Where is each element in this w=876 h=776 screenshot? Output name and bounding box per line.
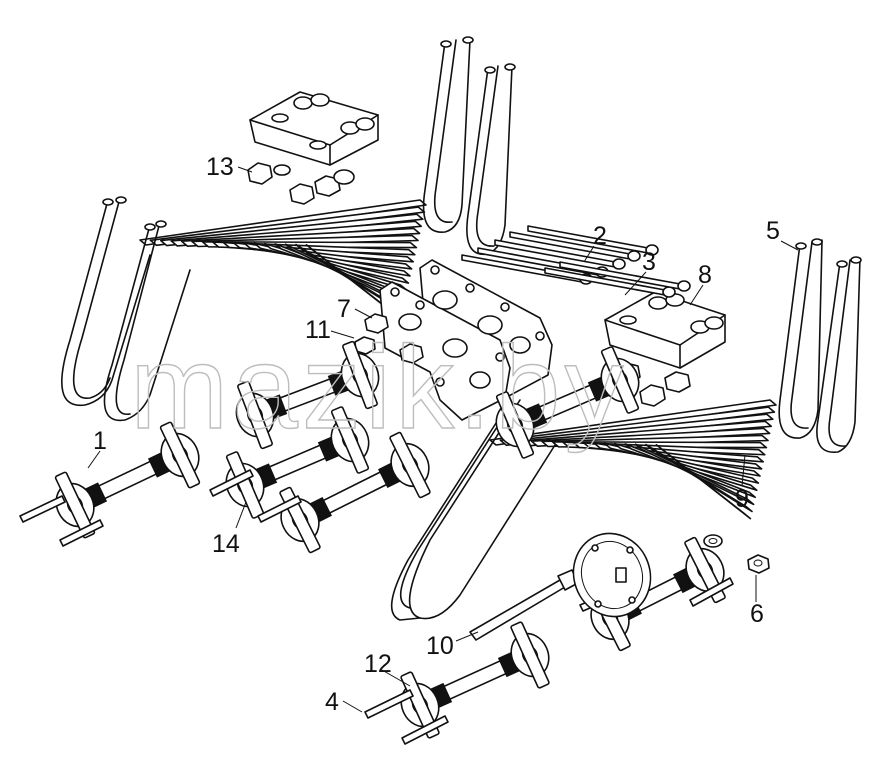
rod-pin [330, 406, 370, 474]
long-bolt-head [677, 280, 691, 292]
torque-rod [235, 340, 380, 450]
rod-pin [600, 346, 640, 414]
rod-pin [400, 671, 440, 739]
torque-rod [495, 346, 640, 459]
callout-10: 10 [426, 632, 454, 660]
callout-3: 3 [642, 248, 656, 276]
bolt [257, 495, 302, 523]
bolt [689, 577, 734, 607]
bolt [19, 495, 66, 523]
rod-pin [159, 421, 201, 489]
top-saddle-block [247, 91, 379, 205]
callout-1: 1 [93, 427, 107, 455]
callout-9: 9 [735, 485, 749, 513]
rod-pin [237, 380, 273, 450]
mounting-disk [572, 532, 652, 618]
callout-14: 14 [212, 530, 240, 558]
bolt [59, 519, 104, 547]
watermark: mazik.by [130, 322, 628, 454]
long-bolt-head [627, 250, 641, 262]
callout-11: 11 [305, 316, 331, 344]
reaction-rods [19, 340, 734, 745]
rod-pin [495, 391, 535, 459]
leader-lines [87, 166, 799, 713]
left-leaf-spring-pack [61, 36, 516, 422]
long-bolt-head [612, 258, 626, 270]
center-bracket [354, 259, 553, 421]
bolt [209, 469, 254, 497]
callout-5: 5 [766, 217, 780, 245]
right-spring-leaf [655, 444, 752, 520]
long-bolts [461, 225, 691, 298]
torque-rod [225, 406, 370, 519]
rod-pin [54, 471, 96, 539]
long-bolt-head [645, 244, 659, 256]
rod-pin [389, 431, 431, 499]
callout-12: 12 [364, 650, 392, 678]
callout-7: 7 [337, 295, 351, 323]
rod-pin [510, 621, 550, 689]
callout-6: 6 [750, 600, 764, 628]
bolt [401, 715, 449, 745]
callout-13: 13 [206, 153, 234, 181]
callout-labels: 1 2 3 4 5 6 7 8 9 10 11 12 13 14 [93, 153, 780, 716]
torque-rod [54, 421, 201, 539]
rod-pin [342, 340, 378, 410]
right-leaf-spring-pack [390, 238, 862, 621]
bolt-4 [364, 689, 414, 719]
callout-8: 8 [698, 261, 712, 289]
washer-nut-6 [703, 534, 770, 574]
callout-2: 2 [593, 222, 607, 250]
callout-4: 4 [325, 688, 339, 716]
